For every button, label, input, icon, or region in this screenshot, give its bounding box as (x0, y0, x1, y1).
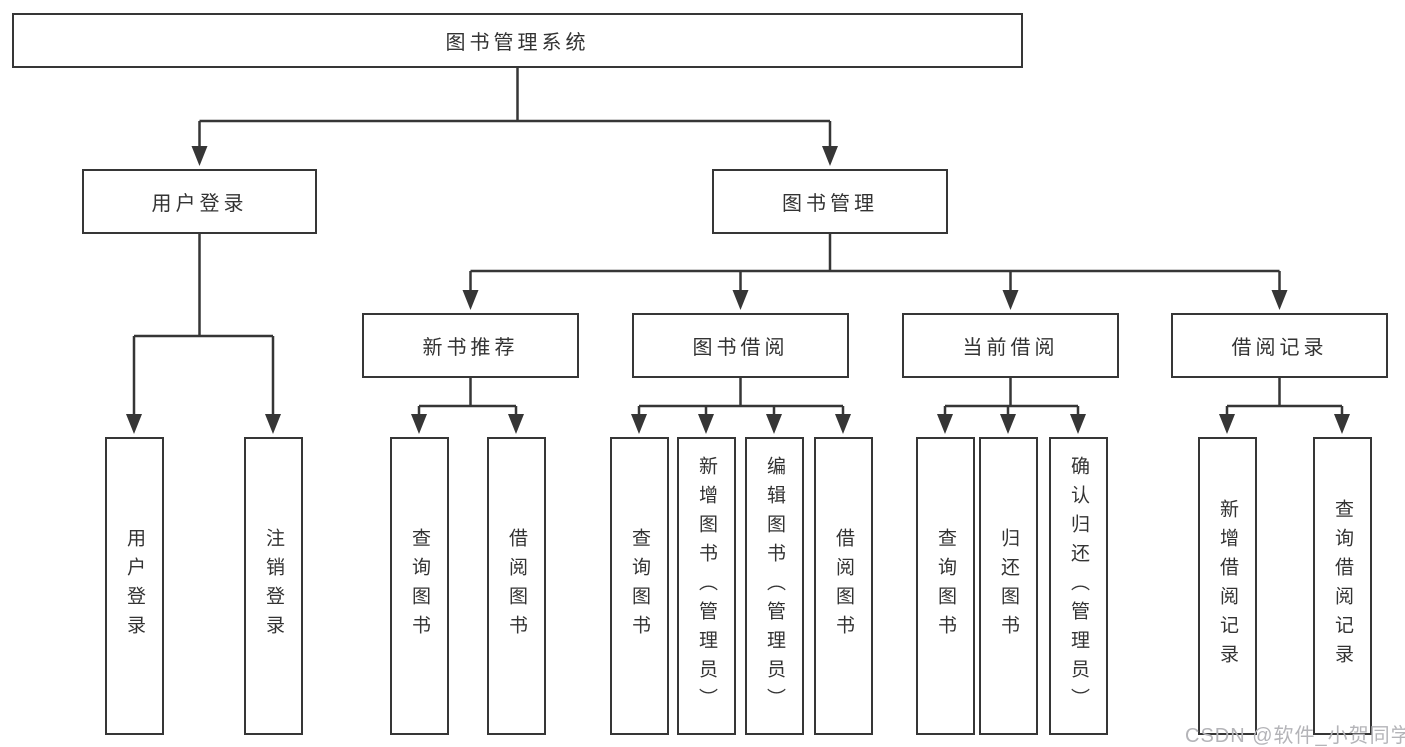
arrowhead (411, 414, 427, 434)
arrowhead (126, 414, 142, 434)
arrowhead (508, 414, 524, 434)
arrowhead (822, 146, 838, 166)
connector-book-management (469, 234, 1281, 294)
connector-book-borrowing (637, 378, 845, 418)
node-book-borrowing: 图书借阅 (632, 313, 849, 378)
node-borrowing-records: 借阅记录 (1171, 313, 1388, 378)
watermark: CSDN @软件_小贺同学 (1185, 725, 1405, 747)
arrowhead (1271, 290, 1288, 310)
connector-current-borrowing (943, 378, 1080, 418)
arrowhead (191, 146, 208, 166)
leaf-borrowing-query-books: 查询图书 (610, 437, 669, 735)
leaf-user-login: 用户登录 (105, 437, 164, 735)
connector-root (198, 68, 832, 150)
leaf-recommend-borrow-books: 借阅图书 (487, 437, 546, 735)
arrowhead (631, 414, 647, 434)
connector-user-login (132, 234, 275, 418)
arrowhead (835, 414, 851, 434)
node-book-management: 图书管理 (712, 169, 948, 234)
arrowhead (766, 414, 782, 434)
arrowhead (937, 414, 953, 434)
arrowhead (462, 290, 479, 310)
arrowhead (732, 290, 749, 310)
arrowhead (1070, 414, 1086, 434)
leaf-borrowing-edit-books-admin: 编辑图书（管理员） (745, 437, 804, 735)
leaf-current-query-books: 查询图书 (916, 437, 975, 735)
node-current-borrowing: 当前借阅 (902, 313, 1119, 378)
leaf-records-query-record: 查询借阅记录 (1313, 437, 1372, 735)
arrowhead (1002, 290, 1019, 310)
connector-borrowing-records (1225, 378, 1344, 418)
leaf-current-return-books: 归还图书 (979, 437, 1038, 735)
arrowhead (265, 414, 281, 434)
leaf-current-confirm-return-admin: 确认归还（管理员） (1049, 437, 1108, 735)
leaf-logout-login: 注销登录 (244, 437, 303, 735)
connector-new-book-recommendation (417, 378, 518, 418)
arrowhead (1219, 414, 1235, 434)
leaf-borrowing-borrow-books: 借阅图书 (814, 437, 873, 735)
node-new-book-recommendation: 新书推荐 (362, 313, 579, 378)
node-user-login: 用户登录 (82, 169, 317, 234)
node-root: 图书管理系统 (12, 13, 1023, 68)
arrowhead (1334, 414, 1350, 434)
arrowhead (698, 414, 714, 434)
arrowhead (1000, 414, 1016, 434)
leaf-borrowing-add-books-admin: 新增图书（管理员） (677, 437, 736, 735)
leaf-recommend-query-books: 查询图书 (390, 437, 449, 735)
leaf-records-add-record: 新增借阅记录 (1198, 437, 1257, 735)
